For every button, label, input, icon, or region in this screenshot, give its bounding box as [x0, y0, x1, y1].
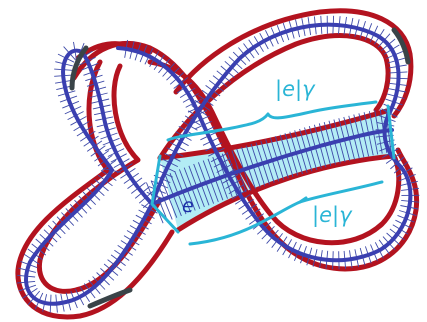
bottom-measure-label: |e|γ [312, 203, 353, 228]
edge-label-e: e [182, 195, 194, 217]
highlighted-band [160, 110, 394, 230]
top-measure-label: |e|γ [275, 77, 316, 102]
